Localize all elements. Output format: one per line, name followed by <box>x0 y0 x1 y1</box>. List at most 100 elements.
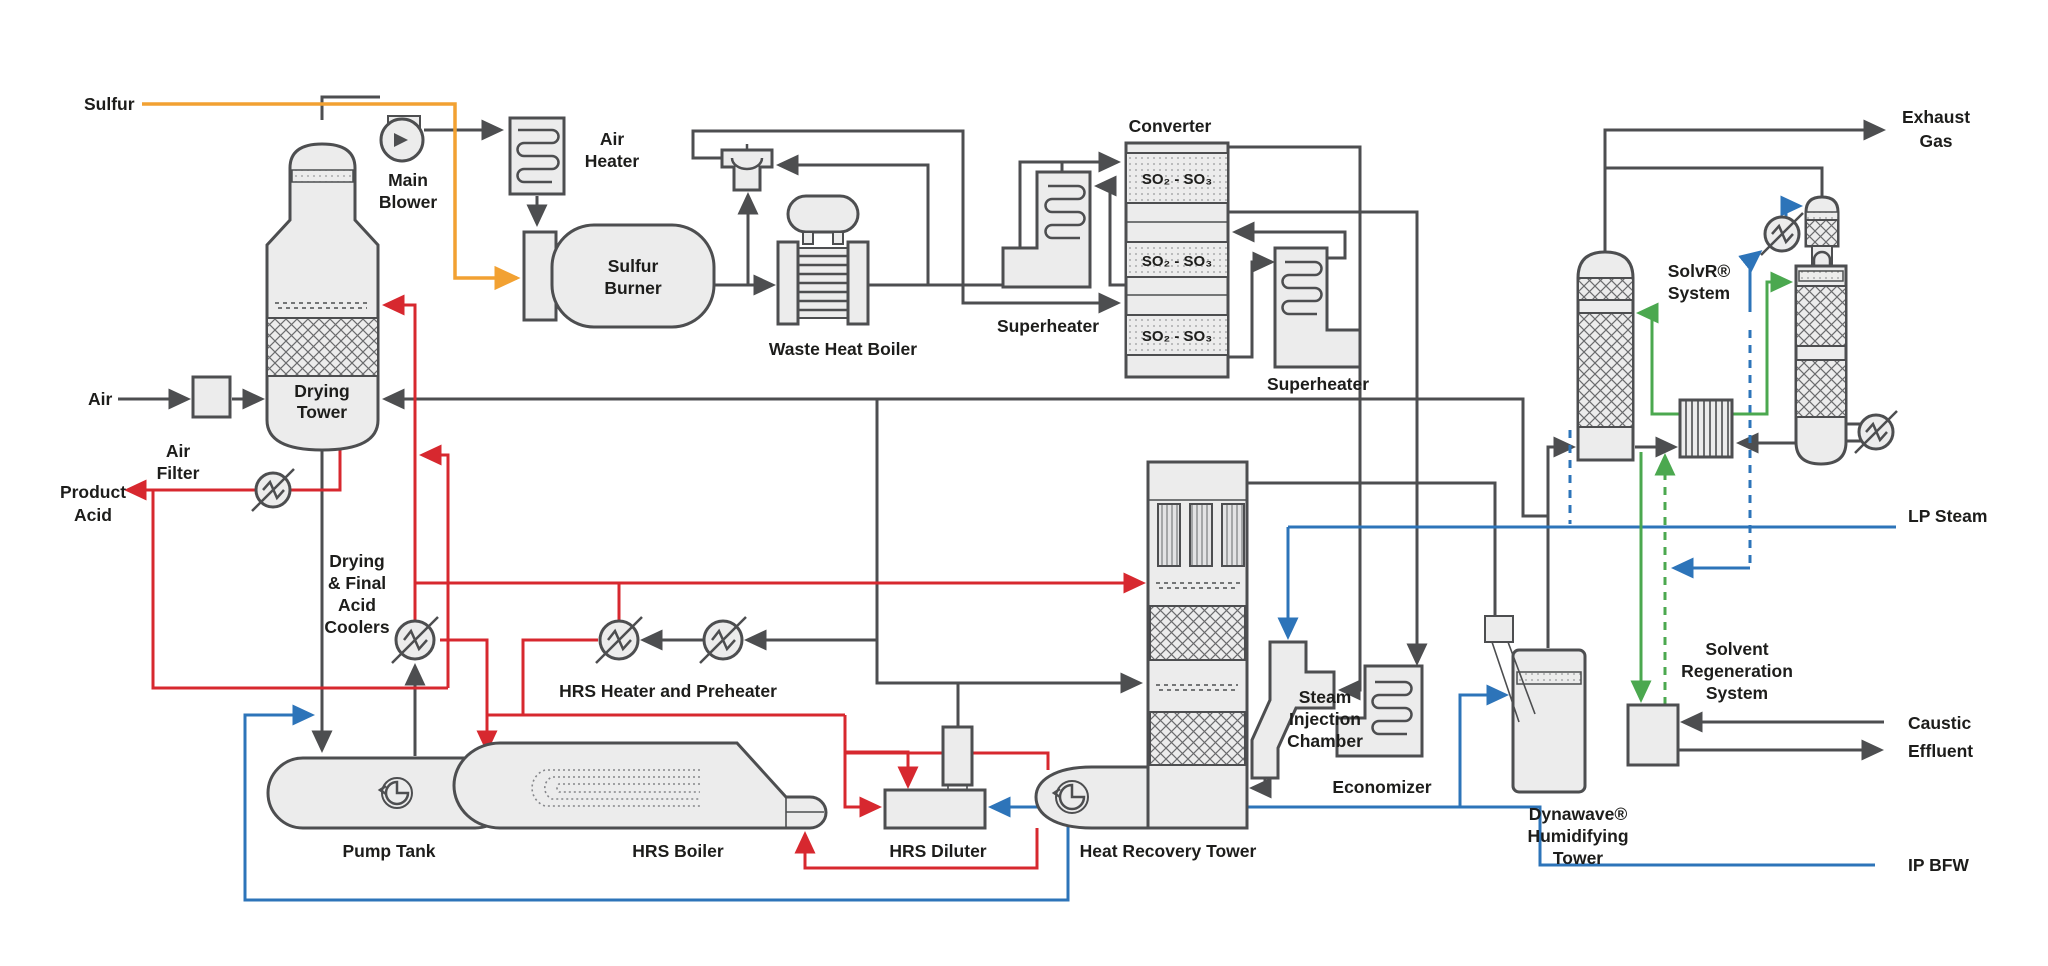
superheater2-label: Superheater <box>1267 374 1369 394</box>
air-label: Air <box>88 389 113 409</box>
converter-bed2-label: SO₂ - SO₃ <box>1142 253 1212 270</box>
hrs-preheater-icon <box>699 616 747 664</box>
product-acid-cooler-icon <box>251 468 295 512</box>
bed2-out-to-superheater1-line <box>1094 175 1126 287</box>
chamber-to-hrt-line <box>1249 777 1272 799</box>
air-filter-label-2: Filter <box>157 463 200 483</box>
stripper-bottoms-cooler-icon <box>1854 410 1898 454</box>
hrt-to-hrsboiler-line <box>794 828 1039 870</box>
dynawave-humidifying-tower <box>1484 615 1587 794</box>
product-acid-branch-line <box>151 490 448 690</box>
main-blower-label-1: Main <box>388 170 428 190</box>
converter-bed1-label: SO₂ - SO₃ <box>1142 171 1212 188</box>
exhaust-gas-label-1: Exhaust <box>1902 107 1970 127</box>
platehx-to-stripper-line <box>1732 271 1793 416</box>
hrs-diluter <box>883 725 987 830</box>
drying-tower <box>265 142 380 452</box>
bfw-to-pumptank-line <box>243 704 1070 902</box>
tower-recirculation-line <box>382 294 417 583</box>
hrt-outlet-to-dynawave-line <box>1247 481 1497 618</box>
gas-lines <box>118 95 1886 799</box>
solvr-return-to-drying-tower-line <box>382 388 1548 518</box>
hrs-heater-preheater-label: HRS Heater and Preheater <box>559 681 777 701</box>
solvr-system-label-2: System <box>1668 283 1730 303</box>
pump-tank-label: Pump Tank <box>342 841 435 861</box>
product-acid-line <box>124 448 342 501</box>
cooler-to-pumptank-line <box>440 638 498 753</box>
air-heater-label-2: Heater <box>585 151 640 171</box>
solvr-stripper-tower <box>1794 195 1848 466</box>
bed1-out-to-economizer-line <box>1228 210 1428 666</box>
exhaust-gas-label-2: Gas <box>1919 131 1952 151</box>
dynawave-to-absorber-line <box>1546 436 1576 648</box>
solvent-lines <box>1630 271 1793 705</box>
dilution-air-line <box>875 399 1143 694</box>
acid-lines <box>124 294 1146 870</box>
platehx-to-absorber-line <box>1636 302 1680 416</box>
superheater-2 <box>1273 246 1362 369</box>
solvent-regen-label-3: System <box>1706 683 1768 703</box>
dynawave-label-3: Tower <box>1553 848 1603 868</box>
pump-tank-pump-icon <box>377 777 413 809</box>
superheater1-label: Superheater <box>997 316 1099 336</box>
caustic-label: Caustic <box>1908 713 1971 733</box>
solvent-regen-label-1: Solvent <box>1705 639 1768 659</box>
superheater2-to-bed2-line <box>1232 221 1347 260</box>
acid-to-diluter-side-line <box>843 715 882 818</box>
steam-injection-chamber-label-1: Steam <box>1299 687 1352 707</box>
absorber-to-stripper-top-line <box>1605 166 1824 198</box>
dynawave-label-1: Dynawave® <box>1529 804 1628 824</box>
bfw-to-dynawave-line <box>1458 684 1509 807</box>
drying-final-acid-cooler-icon <box>391 616 439 664</box>
sulfur-burner <box>522 223 716 329</box>
hrs-boiler-label: HRS Boiler <box>632 841 724 861</box>
solvent-cooler-feed-line <box>1738 250 1763 312</box>
heat-recovery-tower <box>1034 460 1249 830</box>
air-filter <box>191 375 232 419</box>
main-blower-label-2: Blower <box>379 192 438 212</box>
hrt-acid-return-line <box>845 751 1050 770</box>
acid-to-diluter-top-line <box>845 750 919 789</box>
air-heater <box>508 116 566 196</box>
solvr-absorber-tower <box>1576 250 1635 462</box>
solvent-cooler-icon <box>1760 212 1804 256</box>
drying-coolers-label-2: & Final <box>328 573 386 593</box>
ip-bfw-label: IP BFW <box>1908 855 1969 875</box>
solvent-regen-label-2: Regeneration <box>1681 661 1793 681</box>
cooled-solvent-to-stripper-line <box>1780 195 1803 217</box>
hrs-boiler <box>452 741 828 830</box>
solvr-system-label-1: SolvR® <box>1668 261 1731 281</box>
converter-top-to-chamber-line <box>1228 145 1362 701</box>
heat-recovery-tower-label: Heat Recovery Tower <box>1080 841 1257 861</box>
steam-injection-chamber-label-2: Injection <box>1289 709 1361 729</box>
blower-icon <box>379 115 425 163</box>
bed3-out-to-superheater2-line <box>1228 251 1275 359</box>
sulfur-burner-label-2: Burner <box>604 278 662 298</box>
drying-coolers-label-3: Acid <box>338 595 376 615</box>
tower-to-blower-line <box>320 95 380 120</box>
converter-label: Converter <box>1129 116 1212 136</box>
superheater-1 <box>1001 170 1092 289</box>
absorber-overhead-exhaust-line <box>1603 119 1886 253</box>
drying-tower-label-2: Tower <box>297 402 347 422</box>
lp-steam-label: LP Steam <box>1908 506 1987 526</box>
waste-heat-boiler <box>776 194 870 326</box>
dynawave-label-2: Humidifying <box>1527 826 1628 846</box>
whb-outlet-to-valve-line <box>776 154 930 285</box>
drying-coolers-label-1: Drying <box>329 551 384 571</box>
labels: Sulfur Air Product Acid Air Filter Main … <box>60 94 1988 875</box>
hrs-heater-icon <box>595 616 643 664</box>
steam-water-lines <box>243 195 1896 902</box>
sulfur-feed-line <box>142 102 521 291</box>
steam-injection-chamber-label-3: Chamber <box>1287 731 1363 751</box>
sulfur-burner-label-1: Sulfur <box>608 256 659 276</box>
product-acid-label-1: Product <box>60 482 126 502</box>
drying-tower-label-1: Drying <box>294 381 349 401</box>
converter-bed3-label: SO₂ - SO₃ <box>1142 328 1212 345</box>
air-filter-label-1: Air <box>166 441 191 461</box>
plate-heat-exchanger-icon <box>1678 398 1734 459</box>
converter <box>1124 141 1230 379</box>
valve-loop-to-bed3-line <box>691 129 1121 314</box>
hrt-pump-icon <box>1051 780 1089 814</box>
